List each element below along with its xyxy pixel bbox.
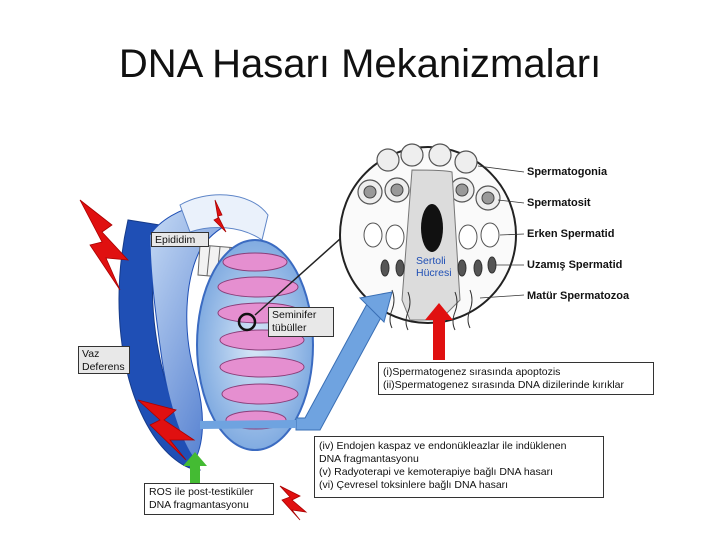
box-endogen-line4: (vi) Çevresel toksinlere bağlı DNA hasar…	[319, 479, 509, 491]
mature-spermatozoa	[389, 289, 473, 331]
stage-erken-spermatid: Erken Spermatid	[527, 228, 615, 240]
label-epididim: Epididim	[151, 232, 209, 247]
early-spermatids	[363, 222, 500, 250]
blue-arrow-connector	[199, 420, 297, 429]
elongated-spermatids	[380, 256, 497, 277]
stage-matur-spermatozoa: Matür Spermatozoa	[527, 290, 630, 302]
label-vaz-line2: Deferens	[82, 361, 125, 373]
box-ros: ROS ile post-testiküler DNA fragmantasyo…	[144, 483, 274, 515]
label-vaz-deferens: Vaz Deferens	[78, 346, 130, 374]
label-seminifer-line1: Seminifer	[272, 309, 317, 321]
box-apoptosis-line1: (i)Spermatogenez sırasında apoptozis	[383, 366, 561, 378]
slide-title: DNA Hasarı Mekanizmaları	[118, 42, 602, 86]
sertoli-nucleus	[421, 204, 443, 252]
box-endogen-line3: (v) Radyoterapi ve kemoterapiye bağlı DN…	[319, 466, 554, 478]
label-sertoli: Sertoli Hücresi	[416, 255, 452, 279]
red-up-arrow	[425, 303, 453, 360]
stage-uzamis-spermatid: Uzamış Spermatid	[527, 259, 623, 271]
green-up-arrow	[183, 452, 207, 484]
blue-arrow	[295, 291, 393, 431]
label-sertoli-line2: Hücresi	[416, 267, 452, 279]
box-apoptosis-line2: (ii)Spermatogenez sırasında DNA dizileri…	[383, 379, 625, 391]
box-endogen-line2: DNA fragmantasyonu	[319, 453, 419, 465]
box-endogen-line1: (iv) Endojen kaspaz ve endonükleazlar il…	[319, 440, 567, 452]
label-seminifer: Seminifer tübüller	[268, 307, 334, 337]
zoom-arrow	[254, 229, 351, 316]
box-endogen: (iv) Endojen kaspaz ve endonükleazlar il…	[314, 436, 604, 498]
stage-spermatogonia: Spermatogonia	[527, 166, 608, 178]
box-apoptosis: (i)Spermatogenez sırasında apoptozis (ii…	[378, 362, 654, 395]
box-ros-line1: ROS ile post-testiküler	[149, 486, 254, 498]
label-sertoli-line1: Sertoli	[416, 255, 446, 267]
label-vaz-line1: Vaz	[82, 348, 100, 360]
spermatocyte-cells	[363, 183, 495, 205]
lightning-bolts	[79, 199, 308, 521]
tubule-highlight	[237, 312, 257, 332]
stage-pointers	[477, 165, 525, 299]
stage-spermatosit: Spermatosit	[527, 197, 591, 209]
box-ros-line2: DNA fragmantasyonu	[149, 499, 249, 511]
label-seminifer-line2: tübüller	[272, 322, 307, 334]
epididymis-head	[179, 194, 269, 241]
